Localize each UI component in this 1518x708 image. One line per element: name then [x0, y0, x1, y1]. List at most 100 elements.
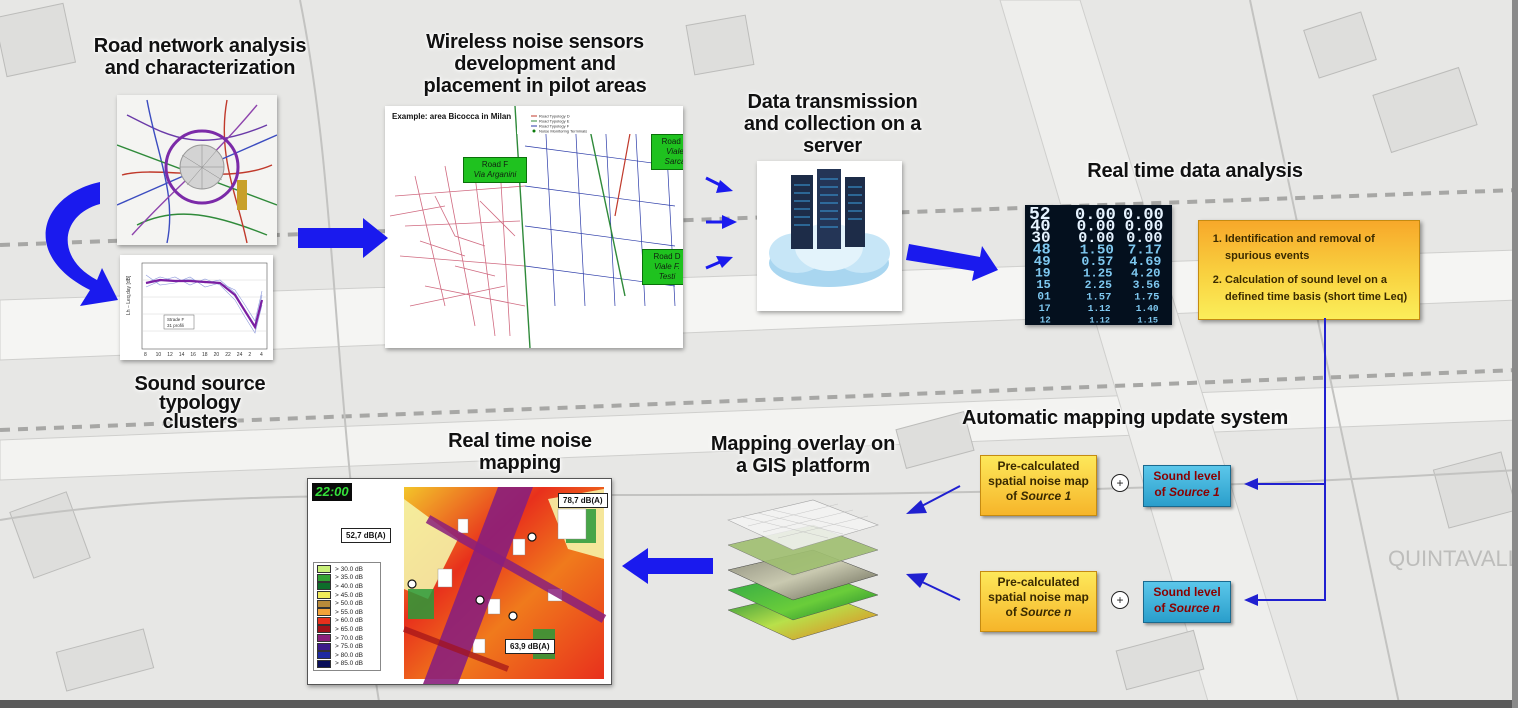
road-e-street: Viale Sarca	[664, 147, 683, 166]
matrix-value: 48	[1033, 242, 1051, 259]
noise-legend: > 30.0 dB> 35.0 dB> 40.0 dB> 45.0 dB> 50…	[313, 562, 381, 672]
analysis-step-1: Identification and removal of spurious e…	[1225, 231, 1409, 265]
matrix-value: 1.12	[1088, 303, 1111, 314]
matrix-value: 4.20	[1131, 267, 1161, 281]
matrix-value: 30	[1031, 229, 1050, 247]
matrix-value: 1.40	[1136, 303, 1159, 314]
precalc-prefix: of	[1005, 605, 1021, 619]
matrix-value: 49	[1034, 254, 1051, 270]
server-panel	[757, 161, 902, 311]
sound-level-source: Source 1	[1168, 485, 1220, 499]
matrix-value: 1.57	[1086, 292, 1111, 304]
matrix-value: 52	[1029, 205, 1051, 225]
sound-level-line1: Sound level	[1153, 585, 1221, 599]
noise-label-left: 52,7 dB(A)	[341, 528, 391, 543]
legend-label: > 55.0 dB	[335, 608, 364, 616]
matrix-svg: 524030484919150117120.000.000.001.500.57…	[1025, 205, 1172, 325]
cluster-xtick: 20	[214, 352, 220, 358]
matrix-value: 0.00	[1123, 206, 1164, 225]
matrix-value: 0.00	[1075, 206, 1116, 225]
precalc-line1: Pre-calculated	[997, 459, 1080, 473]
cluster-xtick: 10	[156, 352, 162, 358]
matrix-value: 0.00	[1125, 218, 1164, 236]
matrix-value: 2.25	[1085, 280, 1113, 292]
legend-label: > 65.0 dB	[335, 625, 364, 633]
legend-swatch	[317, 591, 331, 600]
cluster-xtick: 22	[225, 352, 231, 358]
precalc-prefix: of	[1005, 489, 1021, 503]
noise-legend-item: > 60.0 dB	[317, 616, 377, 626]
noise-legend-item: > 80.0 dB	[317, 651, 377, 660]
noise-legend-item: > 35.0 dB	[317, 573, 377, 583]
svg-text:Road Typology D: Road Typology D	[539, 114, 570, 119]
legend-swatch	[317, 616, 331, 625]
matrix-value: 19	[1035, 266, 1051, 281]
legend-swatch	[317, 565, 331, 574]
matrix-value: 40	[1030, 218, 1050, 237]
matrix-value: 15	[1036, 278, 1051, 292]
legend-swatch	[317, 642, 331, 651]
cluster-xtick: 14	[179, 352, 185, 358]
legend-label: > 35.0 dB	[335, 574, 364, 582]
cluster-xtick: 2	[248, 352, 251, 358]
legend-swatch	[317, 634, 331, 643]
noise-legend-item: > 50.0 dB	[317, 599, 377, 608]
sensor-map: Road Typology D Road Typology E Road Typ…	[385, 106, 683, 348]
sound-level-prefix: of	[1154, 485, 1169, 499]
title-realtime-mapping: Real time noise mapping	[448, 430, 592, 474]
svg-text:Road Typology E: Road Typology E	[539, 119, 570, 124]
noise-label-bottom: 63,9 dB(A)	[505, 639, 555, 654]
legend-label: > 75.0 dB	[335, 643, 364, 651]
legend-label: > 85.0 dB	[335, 660, 364, 668]
matrix-value: 3.56	[1133, 280, 1161, 292]
road-network-image	[117, 95, 277, 245]
precalc-source: Source n	[1020, 605, 1072, 619]
legend-label: > 50.0 dB	[335, 600, 364, 608]
road-e-name: Road E	[661, 137, 683, 146]
noise-legend-item: > 40.0 dB	[317, 582, 377, 591]
server-cloud-icon	[757, 161, 902, 311]
title-gis-overlay: Mapping overlay on a GIS platform	[710, 433, 896, 477]
cluster-xtick: 16	[190, 352, 196, 358]
road-f-label: Road F Via Arganini	[463, 157, 527, 183]
cluster-xtick: 8	[144, 352, 147, 358]
noise-legend-item: > 30.0 dB	[317, 565, 377, 574]
sound-level-source-n: Sound level of Source n	[1143, 581, 1231, 623]
noise-legend-item: > 65.0 dB	[317, 625, 377, 634]
matrix-value: 17	[1039, 304, 1051, 315]
sound-level-line1: Sound level	[1153, 469, 1221, 483]
legend-label: > 60.0 dB	[335, 617, 364, 625]
legend-label: > 70.0 dB	[335, 634, 364, 642]
precalc-source: Source 1	[1020, 489, 1072, 503]
precalc-map-source-1: Pre-calculated spatial noise map of Sour…	[980, 455, 1097, 516]
sensor-example-label: Example: area Bicocca in Milan	[392, 112, 512, 121]
legend-swatch	[317, 625, 331, 634]
noise-legend-item: > 45.0 dB	[317, 591, 377, 600]
svg-text:Strade F: Strade F	[167, 317, 185, 322]
matrix-value: 1.12	[1089, 316, 1110, 326]
road-d-label: Road D Viale F. Testi	[642, 249, 683, 285]
matrix-value: 0.00	[1126, 229, 1162, 247]
sound-level-prefix: of	[1153, 601, 1169, 615]
svg-text:Noise Monitoring Terminals: Noise Monitoring Terminals	[539, 129, 587, 134]
cluster-xtick: 24	[237, 352, 243, 358]
title-sound-source: Sound source typology clusters	[134, 373, 266, 433]
svg-text:Road Typology F: Road Typology F	[539, 124, 570, 129]
matrix-value: 0.57	[1081, 254, 1113, 269]
matrix-value: 1.15	[1137, 316, 1158, 326]
matrix-value: 4.69	[1129, 254, 1161, 269]
analysis-step-2: Calculation of sound level on a defined …	[1225, 272, 1409, 306]
road-f-street: Via Arganini	[473, 170, 517, 179]
road-d-street: Viale F. Testi	[654, 262, 680, 281]
matrix-value: 1.25	[1083, 267, 1113, 281]
plus-icon-row2: +	[1111, 591, 1129, 609]
sensor-map-svg: Road Typology D Road Typology E Road Typ…	[385, 106, 683, 348]
road-e-label: Road E Viale Sarca	[651, 134, 683, 170]
precalc-line1: Pre-calculated	[997, 575, 1080, 589]
cluster-xtick: 4	[260, 352, 263, 358]
legend-label: > 30.0 dB	[335, 565, 364, 573]
matrix-value: 7.17	[1128, 243, 1162, 259]
gis-layers-image	[727, 499, 879, 641]
